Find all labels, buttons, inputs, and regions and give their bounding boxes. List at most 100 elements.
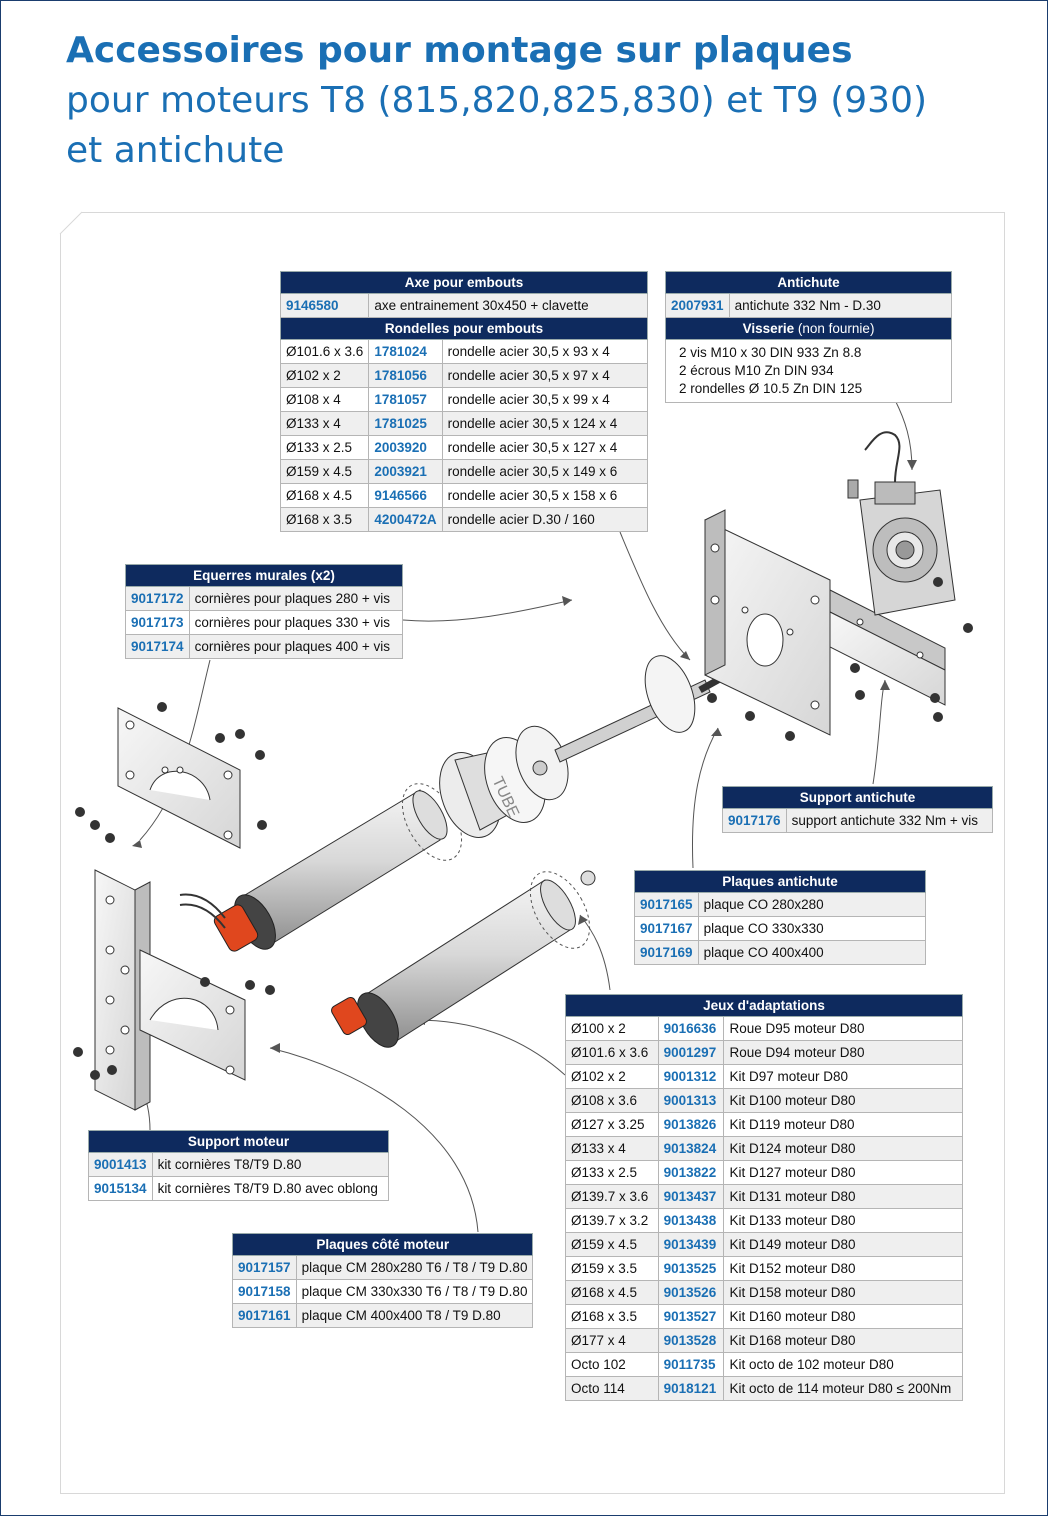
axe-desc: axe entrainement 30x450 + clavette [368, 293, 648, 318]
equerres-header: Equerres murales (x2) [125, 564, 403, 587]
bolts-left [73, 702, 275, 1080]
antichute-desc: antichute 332 Nm - D.30 [728, 293, 953, 318]
dim-cell: Ø102 x 2 [279, 363, 370, 388]
code-cell: 1781057 [368, 387, 443, 412]
dim-cell: Ø101.6 x 3.6 [279, 339, 370, 364]
code-cell: 9018121 [657, 1376, 725, 1401]
dim-cell: Ø133 x 4 [279, 411, 370, 436]
axe-code: 9146580 [279, 293, 370, 318]
dim-cell: Ø100 x 2 [565, 1016, 659, 1041]
desc-cell: Kit D119 moteur D80 [723, 1112, 963, 1137]
dim-cell: Ø139.7 x 3.6 [565, 1184, 659, 1209]
code-cell: 9013528 [657, 1328, 725, 1353]
code-cell: 9013527 [657, 1304, 725, 1329]
dim-cell: Ø133 x 2.5 [279, 435, 370, 460]
dim-cell: Ø168 x 4.5 [279, 483, 370, 508]
desc-cell: Kit D133 moteur D80 [723, 1208, 963, 1233]
code-cell: 9017174 [125, 634, 190, 659]
desc-cell: plaque CO 280x280 [697, 892, 927, 917]
code-cell: 9001297 [657, 1040, 725, 1065]
code-cell: 1781025 [368, 411, 443, 436]
tube-end-cap: TUBE [439, 725, 569, 838]
desc-cell: Kit D149 moteur D80 [723, 1232, 963, 1257]
axe-rondelles-table: Axe pour embouts 9146580 axe entrainemen… [279, 271, 649, 532]
desc-cell: cornières pour plaques 400 + vis [188, 634, 404, 659]
desc-cell: kit cornières T8/T9 D.80 [151, 1152, 390, 1177]
jeux-header: Jeux d'adaptations [565, 994, 963, 1017]
dim-cell: Ø108 x 4 [279, 387, 370, 412]
desc-cell: Kit D131 moteur D80 [723, 1184, 963, 1209]
desc-cell: Kit D152 moteur D80 [723, 1256, 963, 1281]
dim-cell: Ø101.6 x 3.6 [565, 1040, 659, 1065]
visserie-header: Visserie (non fournie) [665, 317, 952, 340]
bolts-right [707, 577, 973, 741]
antichute-device [847, 431, 956, 616]
code-cell: 9017172 [125, 586, 190, 611]
dim-cell: Octo 102 [565, 1352, 659, 1377]
antichute-header: Antichute [665, 271, 952, 294]
code-cell: 9013437 [657, 1184, 725, 1209]
dim-cell: Ø168 x 3.5 [279, 507, 370, 532]
antichute-support-bracket [829, 589, 946, 706]
code-cell: 9013439 [657, 1232, 725, 1257]
dim-cell: Ø133 x 2.5 [565, 1160, 659, 1185]
desc-cell: plaque CM 400x400 T8 / T9 D.80 [295, 1303, 534, 1328]
code-cell: 9017161 [232, 1303, 297, 1328]
dim-cell: Octo 114 [565, 1376, 659, 1401]
desc-cell: rondelle acier 30,5 x 127 x 4 [441, 435, 649, 460]
code-cell: 2003920 [368, 435, 443, 460]
code-cell: 9001312 [657, 1064, 725, 1089]
equerres-table: Equerres murales (x2) 9017172 cornières p… [125, 564, 404, 659]
desc-cell: Kit D97 moteur D80 [723, 1064, 963, 1089]
desc-cell: Kit D127 moteur D80 [723, 1160, 963, 1185]
title-line-1: Accessoires pour montage sur plaques [66, 30, 853, 71]
desc-cell: Kit D168 moteur D80 [723, 1328, 963, 1353]
plaques-moteur-header: Plaques côté moteur [231, 1233, 534, 1256]
tube-with-motor-upper [179, 783, 463, 952]
desc-cell: support antichute 332 Nm + vis [785, 808, 994, 833]
dim-cell: Ø177 x 4 [565, 1328, 659, 1353]
desc-cell: plaque CM 330x330 T6 / T8 / T9 D.80 [295, 1279, 534, 1304]
code-cell: 9017157 [232, 1255, 297, 1280]
desc-cell: Kit D158 moteur D80 [723, 1280, 963, 1305]
code-cell: 9013525 [657, 1256, 725, 1281]
dim-cell: Ø139.7 x 3.2 [565, 1208, 659, 1233]
tube-with-motor-lower [331, 870, 596, 1048]
dim-cell: Ø127 x 3.25 [565, 1112, 659, 1137]
drive-axle [554, 655, 747, 763]
desc-cell: plaque CO 400x400 [697, 940, 927, 965]
antichute-code: 2007931 [665, 293, 730, 318]
antichute-table: Antichute 2007931 antichute 332 Nm - D.3… [665, 271, 953, 403]
desc-cell: plaque CO 330x330 [697, 916, 927, 941]
motor-bracket [94, 869, 246, 1111]
desc-cell: rondelle acier 30,5 x 99 x 4 [441, 387, 649, 412]
dim-cell: Ø133 x 4 [565, 1136, 659, 1161]
code-cell: 9013438 [657, 1208, 725, 1233]
desc-cell: Roue D95 moteur D80 [723, 1016, 963, 1041]
desc-cell: Kit D124 moteur D80 [723, 1136, 963, 1161]
code-cell: 9146566 [368, 483, 443, 508]
code-cell: 9013822 [657, 1160, 725, 1185]
code-cell: 9013824 [657, 1136, 725, 1161]
